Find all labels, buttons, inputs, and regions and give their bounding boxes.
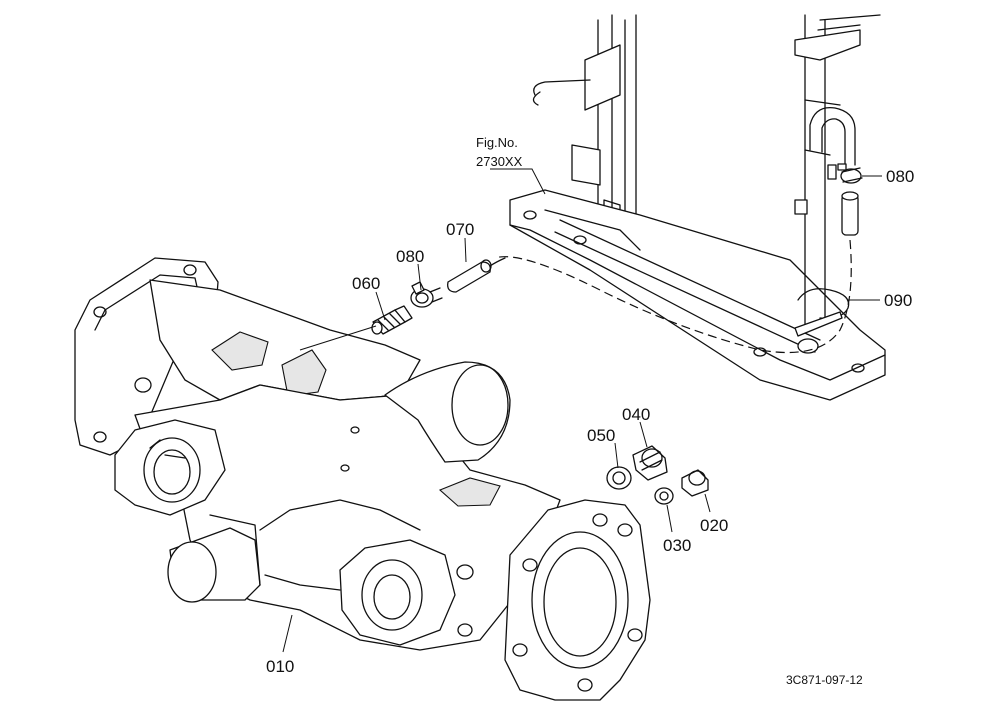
callout-010: 010	[266, 657, 294, 676]
hose-clamp-080-lower	[410, 281, 443, 308]
washer-050	[606, 466, 632, 490]
callout-070: 070	[446, 220, 474, 239]
fig-ref-line1: Fig.No.	[476, 135, 518, 150]
callout-050: 050	[587, 426, 615, 445]
leader-lines	[282, 168, 882, 653]
callout-020: 020	[700, 516, 728, 535]
axle-housing-010	[74, 257, 651, 701]
fig-ref-line2: 2730XX	[476, 154, 523, 169]
washer-030	[654, 487, 674, 505]
hose-clamp-080-upper	[837, 163, 863, 184]
pipe-070	[447, 257, 506, 293]
callout-040: 040	[622, 405, 650, 424]
hose-090	[494, 106, 859, 353]
callout-030: 030	[663, 536, 691, 555]
clamp-090	[794, 288, 850, 337]
fitting-060	[371, 305, 413, 335]
callout-090: 090	[884, 291, 912, 310]
plug-020	[681, 469, 709, 497]
plug-040	[632, 445, 668, 481]
callout-080-upper: 080	[886, 167, 914, 186]
drawing-id: 3C871-097-12	[786, 673, 863, 687]
callout-060: 060	[352, 274, 380, 293]
frame-assembly	[509, 14, 886, 401]
callout-080-lower: 080	[396, 247, 424, 266]
